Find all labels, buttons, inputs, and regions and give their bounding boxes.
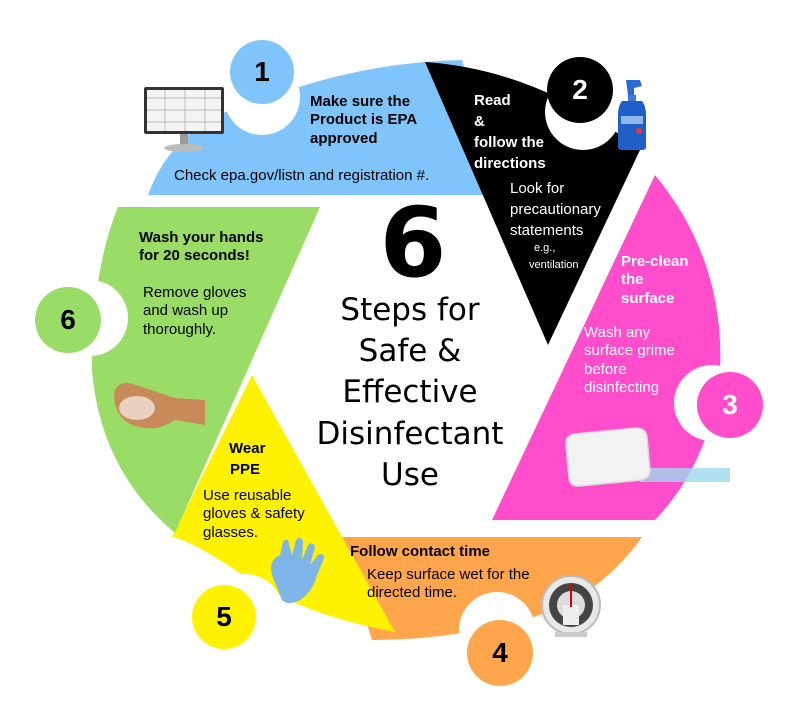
- step-2-detail-line: Look for: [510, 180, 565, 197]
- step-4-heading: Follow contact time: [350, 543, 491, 560]
- step-5-number: 5: [216, 601, 232, 632]
- step-5-detail-line: gloves & safety: [203, 505, 305, 523]
- step-3-heading-line: surface: [621, 289, 675, 307]
- step-1-segment: [148, 60, 500, 195]
- step-2-detail-line: statements: [510, 222, 584, 239]
- step-6-number: 6: [60, 304, 76, 335]
- step-5-heading-line: PPE: [230, 461, 261, 478]
- step-3-segment: [492, 175, 721, 520]
- step-5-detail-line: Use reusable: [203, 487, 292, 504]
- step-1-number: 1: [254, 56, 270, 87]
- step-2-heading-line: &: [474, 113, 485, 130]
- step-2-note-line: ventilation: [529, 258, 579, 271]
- step-3-detail-line: surface grime: [584, 342, 675, 360]
- step-3-detail-line: disinfecting: [584, 378, 660, 396]
- computer-monitor-icon: [144, 87, 224, 152]
- step-2-number: 2: [572, 74, 588, 105]
- step-5-detail: Use reusable gloves & safety glasses.: [203, 487, 305, 542]
- step-2-note-line: e.g.,: [534, 242, 556, 254]
- glove-icon: [271, 537, 324, 603]
- step-3-number: 3: [722, 389, 738, 420]
- step-6-heading-line: Wash your hands: [139, 229, 264, 246]
- title-number: 6: [379, 187, 447, 299]
- step-5-heading-line: Wear: [229, 440, 266, 457]
- step-5-badge: [192, 585, 256, 649]
- step-4-detail: Keep surface wet for the directed time.: [367, 566, 530, 603]
- step-6-detail-line: thoroughly.: [143, 320, 217, 338]
- step-3-badge: [697, 372, 763, 438]
- step-6-detail: Remove gloves and wash up thoroughly.: [143, 284, 246, 339]
- spray-bottle-icon: [618, 80, 646, 150]
- step-2-detail: Look for precautionary statements: [510, 178, 601, 241]
- title-text: Steps for Safe & Effective Disinfectant …: [316, 292, 504, 493]
- timer-icon: [541, 575, 601, 637]
- step-2-detail-line: precautionary: [510, 201, 601, 218]
- step-4-detail-line: directed time.: [367, 584, 458, 602]
- step-2-heading-line: Read: [474, 92, 511, 109]
- step-1-heading-line: Make sure the: [310, 93, 411, 110]
- step-1-detail: Check epa.gov/listn and registration #.: [174, 167, 430, 184]
- step-3-heading-line: the: [621, 271, 644, 289]
- step-3-heading: Pre-clean the surface: [621, 253, 689, 308]
- step-1-heading-line: Product is EPA: [310, 111, 418, 129]
- step-2-badge: [547, 57, 613, 123]
- step-6-detail-line: and wash up: [143, 302, 229, 320]
- step-1-badge: [230, 40, 294, 104]
- step-3-detail: Wash any surface grime before disinfecti…: [584, 324, 675, 397]
- step-4-number: 4: [492, 637, 508, 668]
- step-3-detail-line: Wash any: [584, 324, 651, 341]
- step-5-segment: [172, 375, 395, 632]
- washing-hands-icon: [114, 382, 205, 429]
- step-2-heading: Read & follow the directions: [474, 90, 546, 174]
- step-4-detail-line: Keep surface wet for the: [367, 566, 530, 583]
- step-5-heading: Wear PPE: [229, 438, 265, 480]
- step-6-segment: [92, 207, 320, 533]
- step-6-heading-line: for 20 seconds!: [139, 247, 250, 265]
- step-3-detail-line: before: [584, 360, 627, 378]
- soap-bar-icon: [565, 427, 730, 487]
- step-2-heading-line: directions: [474, 155, 546, 172]
- step-5-detail-line: glasses.: [203, 523, 259, 541]
- step-6-badge: [35, 287, 101, 353]
- step-1-heading-line: approved: [310, 129, 378, 147]
- step-2-heading-line: follow the: [474, 134, 544, 151]
- step-4-segment: [340, 537, 642, 640]
- step-6-heading: Wash your hands for 20 seconds!: [139, 229, 263, 266]
- step-3-heading-line: Pre-clean: [621, 253, 689, 270]
- step-2-note: e.g., ventilation: [529, 240, 579, 273]
- step-1-heading: Make sure the Product is EPA approved: [310, 93, 417, 148]
- step-4-badge: [467, 620, 533, 686]
- step-6-detail-line: Remove gloves: [143, 284, 247, 301]
